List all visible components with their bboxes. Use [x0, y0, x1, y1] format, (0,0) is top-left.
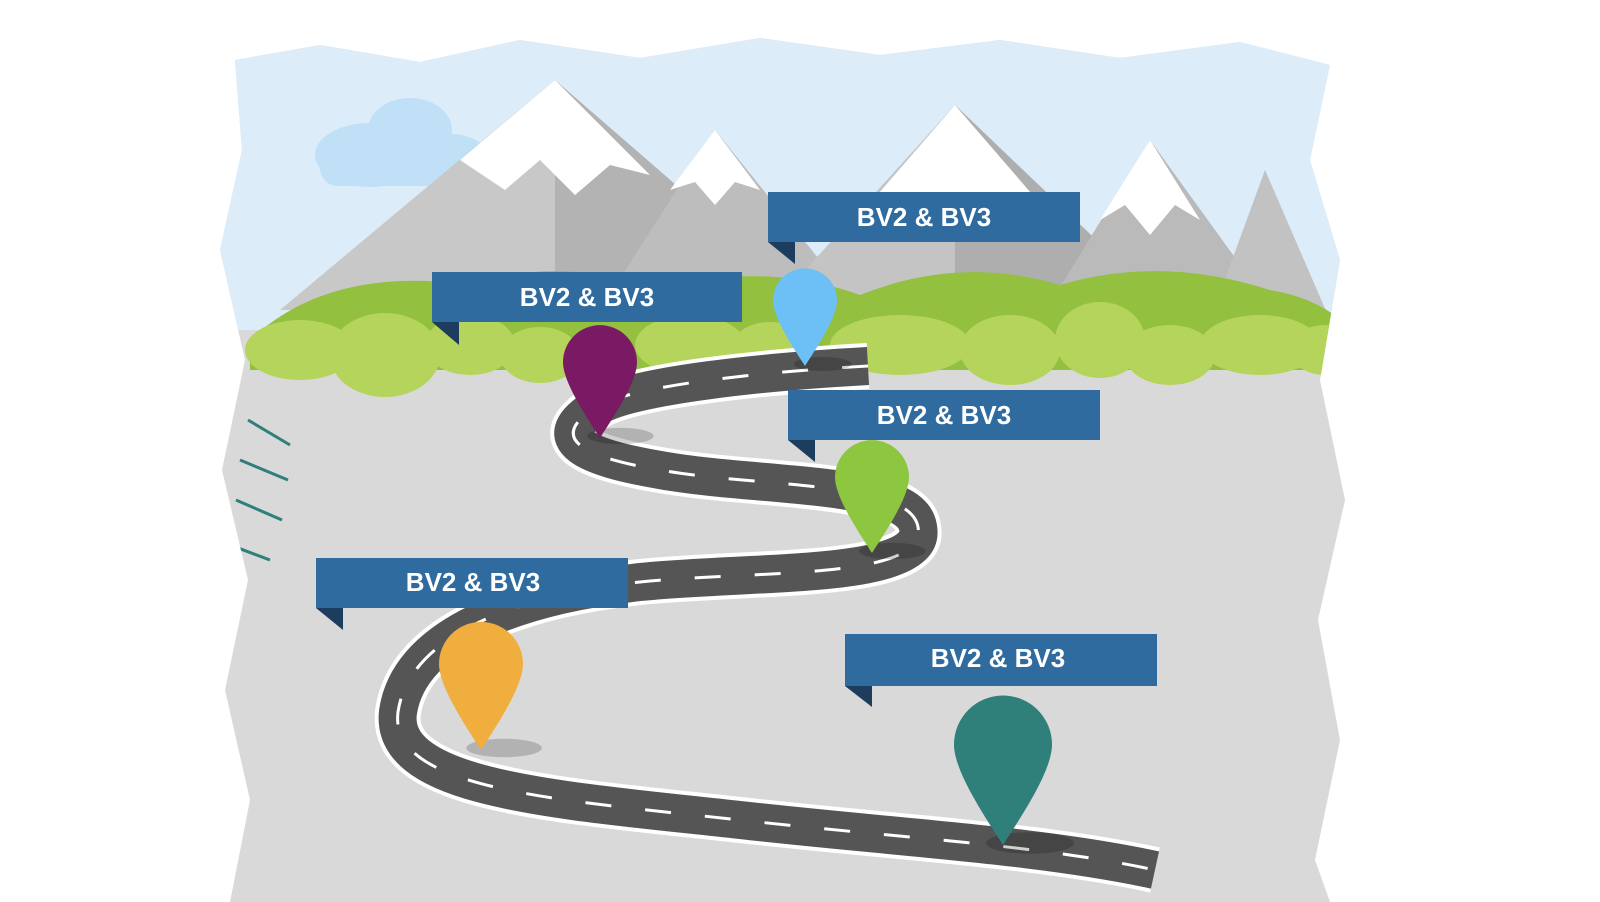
milestone-label: BV2 & BV3: [406, 567, 540, 597]
banner-box: [845, 634, 1157, 686]
milestone-label: BV2 & BV3: [877, 400, 1011, 430]
milestone-label: BV2 & BV3: [857, 202, 991, 232]
banner-box: [316, 558, 628, 608]
banner-fold: [316, 608, 343, 630]
banner-box: [788, 390, 1100, 440]
milestone-banner-1: BV2 & BV3: [845, 634, 1157, 707]
milestone-banner-3: BV2 & BV3: [788, 390, 1100, 462]
milestone-banner-5: BV2 & BV3: [768, 192, 1080, 264]
banner-fold: [845, 686, 872, 707]
milestone-label: BV2 & BV3: [520, 282, 654, 312]
milestone-banner-4: BV2 & BV3: [432, 272, 742, 345]
landscape-background: [220, 38, 1345, 902]
winding-road: [374, 343, 1160, 893]
milestone-label: BV2 & BV3: [931, 643, 1065, 673]
banner-fold: [432, 322, 459, 345]
banner-box: [432, 272, 742, 322]
banner-box: [768, 192, 1080, 242]
milestone-banner-2: BV2 & BV3: [316, 558, 628, 630]
milestone-banners: BV2 & BV3 BV2 & BV3 BV2 & BV3 BV2 & BV3 …: [316, 192, 1157, 707]
milestone-pins: [439, 268, 1075, 854]
banner-fold: [788, 440, 815, 462]
teal-pin-icon: [954, 695, 1075, 854]
blue-pin-icon: [773, 268, 852, 372]
banner-fold: [768, 242, 795, 264]
purple-pin-icon: [563, 325, 654, 445]
orange-pin-icon: [439, 621, 542, 758]
green-pin-icon: [835, 440, 926, 560]
